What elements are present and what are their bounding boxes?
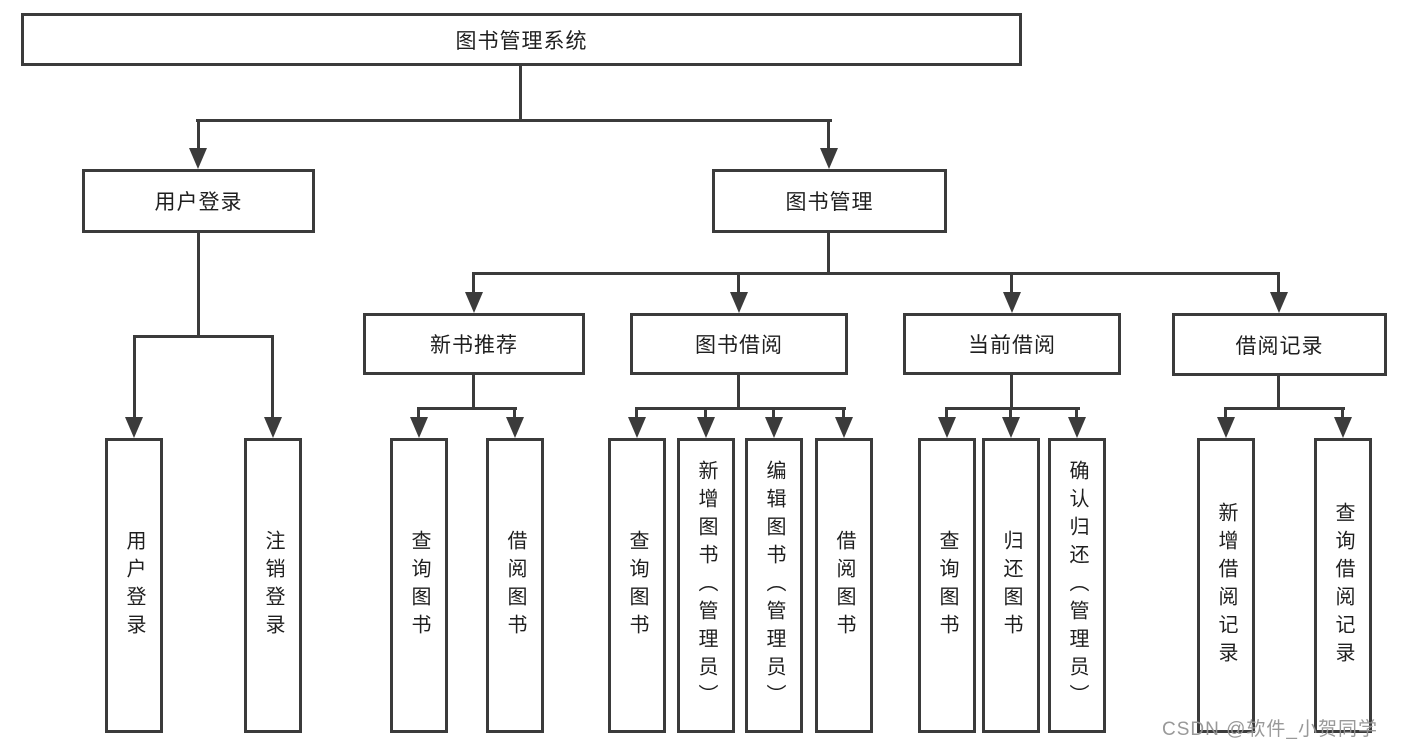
- connector-line: [1010, 272, 1013, 294]
- arrow-down-icon: [628, 417, 646, 438]
- csdn-watermark: CSDN @软件_小贺同学: [1162, 719, 1378, 740]
- arrow-down-icon: [1270, 292, 1288, 313]
- connector-line: [417, 407, 420, 419]
- node-user-login: 用户登录: [82, 169, 315, 233]
- connector-line: [197, 119, 200, 150]
- arrow-down-icon: [820, 148, 838, 169]
- node-label: 用户登录: [154, 191, 243, 214]
- leaf-user-login: 用户登录: [105, 438, 163, 733]
- connector-line: [635, 407, 638, 419]
- connector-line: [737, 272, 740, 294]
- arrow-down-icon: [765, 417, 783, 438]
- connector-line: [472, 272, 1280, 275]
- connector-line: [417, 407, 517, 410]
- connector-line: [197, 233, 200, 337]
- node-label: 查询图书: [626, 529, 648, 642]
- node-label: 图书管理: [785, 191, 874, 214]
- node-label: 确认归还（管理员）: [1066, 459, 1088, 712]
- node-label: 借阅图书: [504, 529, 526, 642]
- connector-line: [271, 335, 274, 419]
- arrow-down-icon: [730, 292, 748, 313]
- connector-line: [1009, 407, 1012, 419]
- node-label: 编辑图书（管理员）: [763, 459, 785, 712]
- connector-line: [196, 119, 832, 122]
- arrow-down-icon: [938, 417, 956, 438]
- leaf-recommend-borrow-books: 借阅图书: [486, 438, 544, 733]
- node-book-management: 图书管理: [712, 169, 947, 233]
- node-label: 新增图书（管理员）: [695, 459, 717, 712]
- node-label: 查询借阅记录: [1332, 501, 1354, 670]
- connector-line: [1277, 375, 1280, 409]
- connector-line: [827, 119, 830, 150]
- arrow-down-icon: [410, 417, 428, 438]
- connector-line: [827, 233, 830, 274]
- arrow-down-icon: [1217, 417, 1235, 438]
- connector-line: [472, 375, 475, 409]
- arrow-down-icon: [835, 417, 853, 438]
- arrow-down-icon: [1334, 417, 1352, 438]
- leaf-return-books: 归还图书: [982, 438, 1040, 733]
- connector-line: [133, 335, 136, 419]
- node-root-system: 图书管理系统: [21, 13, 1022, 66]
- node-borrow-records: 借阅记录: [1172, 313, 1387, 376]
- node-current-borrow: 当前借阅: [903, 313, 1121, 375]
- connector-line: [513, 407, 516, 419]
- connector-line: [1224, 407, 1227, 419]
- node-label: 用户登录: [123, 529, 145, 642]
- node-label: 归还图书: [1000, 529, 1022, 642]
- leaf-borrow-query-books: 查询图书: [608, 438, 666, 733]
- node-label: 查询图书: [936, 529, 958, 642]
- connector-line: [1341, 407, 1344, 419]
- connector-line: [737, 375, 740, 409]
- connector-line: [1224, 407, 1345, 410]
- connector-line: [1075, 407, 1078, 419]
- connector-line: [133, 335, 274, 338]
- node-label: 当前借阅: [968, 334, 1056, 357]
- connector-line: [1010, 375, 1013, 409]
- arrow-down-icon: [264, 417, 282, 438]
- leaf-logout: 注销登录: [244, 438, 302, 733]
- arrow-down-icon: [125, 417, 143, 438]
- connector-line: [842, 407, 845, 419]
- node-label: 新书推荐: [430, 334, 518, 357]
- connector-line: [519, 66, 522, 121]
- leaf-recommend-query-books: 查询图书: [390, 438, 448, 733]
- leaf-borrow-books: 借阅图书: [815, 438, 873, 733]
- connector-line: [704, 407, 707, 419]
- node-label: 图书借阅: [695, 334, 783, 357]
- leaf-current-query-books: 查询图书: [918, 438, 976, 733]
- leaf-edit-books-admin: 编辑图书（管理员）: [745, 438, 803, 733]
- arrow-down-icon: [1003, 292, 1021, 313]
- arrow-down-icon: [1002, 417, 1020, 438]
- node-label: 注销登录: [262, 529, 284, 642]
- node-label: 借阅图书: [833, 529, 855, 642]
- node-label: 查询图书: [408, 529, 430, 642]
- arrow-down-icon: [465, 292, 483, 313]
- arrow-down-icon: [506, 417, 524, 438]
- connector-line: [772, 407, 775, 419]
- connector-line: [1277, 272, 1280, 294]
- connector-line: [635, 407, 846, 410]
- leaf-add-borrow-record: 新增借阅记录: [1197, 438, 1255, 733]
- node-book-borrow: 图书借阅: [630, 313, 848, 375]
- connector-line: [472, 272, 475, 294]
- leaf-confirm-return-admin: 确认归还（管理员）: [1048, 438, 1106, 733]
- arrow-down-icon: [697, 417, 715, 438]
- node-label: 新增借阅记录: [1215, 501, 1237, 670]
- leaf-query-borrow-record: 查询借阅记录: [1314, 438, 1372, 733]
- connector-line: [945, 407, 948, 419]
- node-label: 图书管理系统: [455, 29, 588, 53]
- node-label: 借阅记录: [1235, 334, 1324, 358]
- arrow-down-icon: [189, 148, 207, 169]
- leaf-add-books-admin: 新增图书（管理员）: [677, 438, 735, 733]
- arrow-down-icon: [1068, 417, 1086, 438]
- connector-line: [945, 407, 1080, 410]
- node-new-book-recommend: 新书推荐: [363, 313, 585, 375]
